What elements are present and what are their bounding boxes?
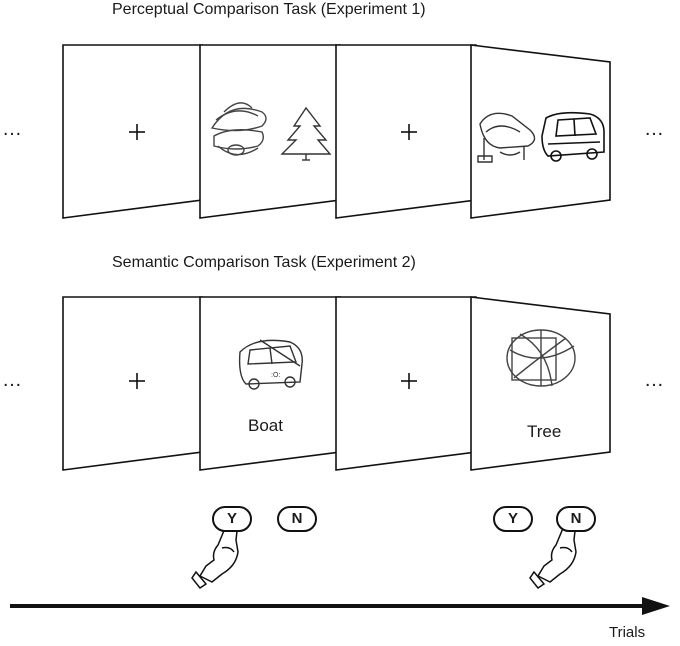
piano-sketch-picture (477, 112, 536, 163)
ellipsis-left-row1: … (2, 118, 26, 140)
frame-fixation-4 (335, 296, 477, 471)
frame-fixation-3 (62, 296, 203, 471)
hat-sketch-picture (210, 102, 267, 156)
svg-text::O:: :O: (271, 372, 280, 379)
perceptual-frames (62, 44, 611, 219)
yes-key-trial-1: Y (212, 506, 252, 532)
no-key-trial-2: N (556, 506, 596, 532)
ellipsis-right-row2: … (644, 369, 668, 391)
fixation-cross-row1 (129, 124, 417, 140)
semantic-task-title: Semantic Comparison Task (Experiment 2) (112, 254, 416, 271)
ellipsis-right-row1: … (644, 118, 668, 140)
word-tree: Tree (527, 422, 562, 441)
ellipsis-left-row2: … (2, 369, 26, 391)
timeline-arrow (10, 597, 670, 615)
bus-sketch-picture-2: :O: (238, 339, 303, 390)
trials-axis-label: Trials (609, 624, 646, 641)
tree-sketch-picture (280, 106, 332, 161)
yes-key-trial-2: Y (493, 506, 533, 532)
perceptual-task-title: Perceptual Comparison Task (Experiment 1… (112, 1, 426, 18)
bus-sketch-picture (541, 111, 605, 162)
ball-sketch-picture (506, 329, 576, 387)
word-boat: Boat (248, 416, 283, 435)
frame-picture-pair-2 (470, 44, 611, 219)
no-key-trial-1: N (277, 506, 317, 532)
fixation-cross-row2 (129, 373, 417, 389)
